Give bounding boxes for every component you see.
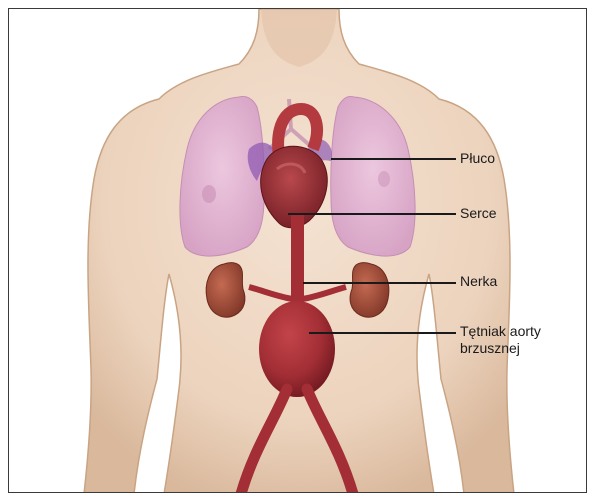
lung-detail [378,171,390,187]
label-lung: Płuco [460,150,495,167]
abdominal-aortic-aneurysm [259,301,335,397]
lung-detail [202,185,216,203]
anatomy-illustration [9,9,587,493]
label-aneurysm: Tętniak aorty brzusznej [460,323,541,357]
label-heart: Serce [460,205,497,222]
right-kidney [350,263,389,318]
left-kidney [206,263,245,318]
diagram-frame: Płuco Serce Nerka Tętniak aorty brzuszne… [8,8,587,493]
label-kidney: Nerka [460,273,497,290]
